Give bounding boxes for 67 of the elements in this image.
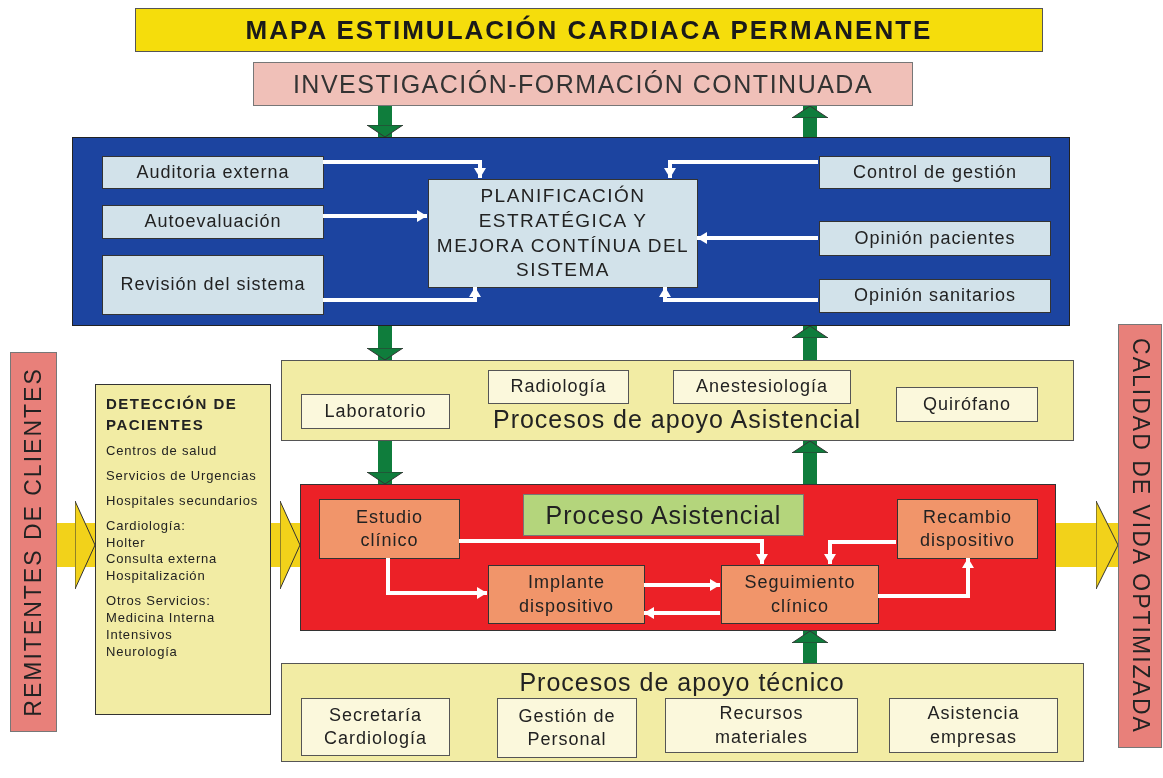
process-box: Quirófano (896, 387, 1038, 422)
process-box: Opinión pacientes (819, 221, 1051, 256)
arrow (323, 160, 486, 178)
title-banner: MAPA ESTIMULACIÓN CARDIACA PERMANENTE (135, 8, 1043, 52)
process-box: Secretaría Cardiología (301, 698, 450, 756)
block-arrow (57, 500, 96, 590)
arrow (459, 539, 768, 564)
process-box: Asistencia empresas (889, 698, 1058, 753)
process-box: Anestesiología (673, 370, 851, 404)
process-box: Seguimiento clínico (721, 565, 879, 624)
block-arrow (1056, 500, 1119, 590)
list-item: Consulta externa (106, 551, 219, 569)
arrow (659, 287, 818, 302)
block-arrow (791, 630, 829, 663)
arrow (323, 210, 427, 222)
panel-background (72, 137, 1070, 326)
arrow (664, 160, 818, 178)
list-item: Holter (106, 534, 147, 552)
panel-title-label: Proceso Asistencial (523, 494, 804, 536)
process-box (95, 384, 271, 715)
block-arrow (271, 500, 301, 590)
arrow (644, 579, 720, 591)
process-box: Autoevaluación (102, 205, 324, 239)
process-box: Revisión del sistema (102, 255, 324, 315)
banner-label: CALIDAD DE VIDA OPTIMIZADA (1126, 338, 1155, 734)
banner-label: REMITENTES DE CLIENTES (18, 367, 47, 717)
arrow (644, 607, 720, 619)
process-box: Implante dispositivo (488, 565, 645, 624)
process-box: Radiología (488, 370, 629, 404)
process-panel (281, 663, 1084, 762)
process-box: INVESTIGACIÓN-FORMACIÓN CONTINUADA (253, 62, 913, 106)
process-panel (300, 484, 1056, 631)
arrow (824, 540, 896, 564)
arrow (386, 558, 487, 599)
list-item: Hospitalización (106, 568, 207, 586)
block-arrow (366, 441, 404, 485)
list-item: Centros de salud (106, 443, 219, 460)
list-item: Hospitales secundarios (106, 492, 259, 510)
list-item: Neurología (106, 643, 179, 661)
arrow (697, 232, 818, 244)
list-item: Otros Servicios: (106, 593, 212, 611)
arrow (878, 558, 974, 598)
block-arrow (366, 326, 404, 361)
block-arrow (791, 440, 829, 484)
list-item: Intensivos (106, 627, 174, 644)
process-box: Estudio clínico (319, 499, 460, 559)
list-item: Servicios de Urgencias (106, 467, 258, 485)
process-box: Recambio dispositivo (897, 499, 1038, 559)
vertical-banner (1118, 324, 1162, 748)
block-arrow (366, 106, 404, 138)
arrow (323, 287, 481, 302)
process-box: Auditoria externa (102, 156, 324, 189)
process-box: Recursos materiales (665, 698, 858, 753)
panel-title: Procesos de apoyo Asistencial (491, 403, 863, 435)
process-box: PLANIFICACIÓN ESTRATÉGICA Y MEJORA CONTÍNUA DEL SISTEMA (428, 179, 698, 288)
vertical-banner (10, 352, 57, 732)
list-heading: DETECCIÓN DE PACIENTES (106, 394, 239, 435)
process-box: Gestión de Personal (497, 698, 637, 758)
list-item: Medicina Interna (106, 610, 216, 627)
block-arrow (791, 105, 829, 137)
process-box: Opinión sanitarios (819, 279, 1051, 313)
process-panel (281, 360, 1074, 441)
list-item: Cardiología: (106, 517, 187, 535)
panel-title: Procesos de apoyo técnico (518, 666, 846, 698)
process-box: Control de gestión (819, 156, 1051, 189)
process-box: Laboratorio (301, 394, 450, 429)
block-arrow (791, 325, 829, 360)
